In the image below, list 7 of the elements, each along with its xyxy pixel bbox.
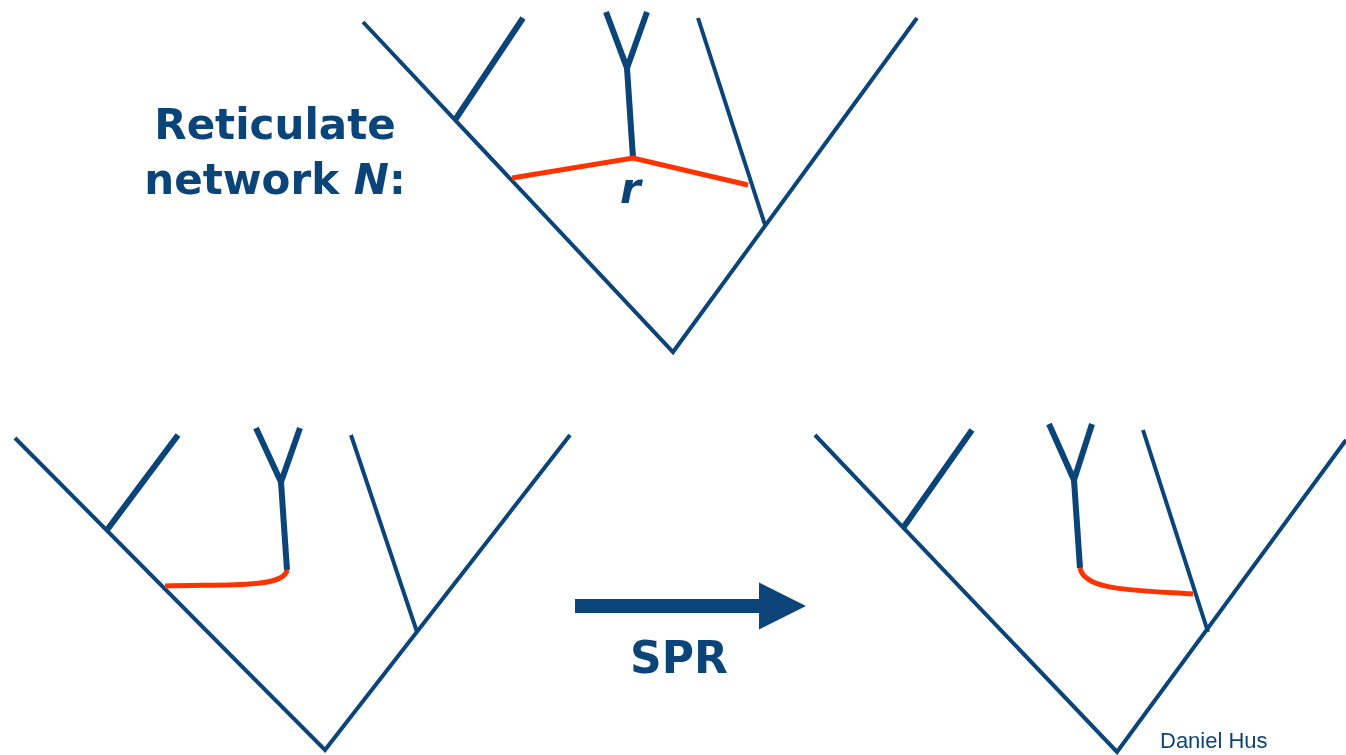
arrow (575, 582, 807, 630)
author-credit: Daniel Hus (1160, 730, 1269, 752)
edge-label: SPR (630, 632, 728, 683)
tree-drawing (13, 426, 573, 755)
tree-drawing (813, 422, 1346, 755)
heading-text: Reticulate network N: (143, 99, 407, 206)
variable-label: r (620, 168, 644, 210)
